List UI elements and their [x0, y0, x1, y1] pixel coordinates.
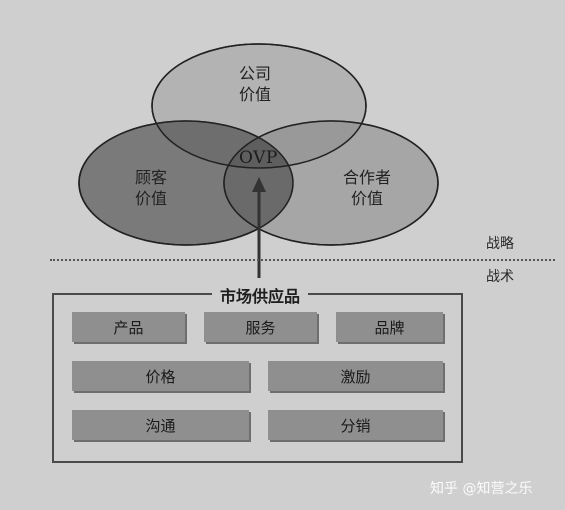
price-tile: 价格: [72, 361, 249, 391]
customer-value-label: 顾客 价值: [135, 168, 168, 208]
ovp-center-region: [224, 121, 293, 168]
product-tile: 产品: [72, 312, 185, 342]
company-value-label: 公司 价值: [239, 64, 272, 104]
watermark-text: 知乎 @知营之乐: [430, 481, 533, 497]
service-tile: 服务: [204, 312, 317, 342]
market-offering-title: 市场供应品: [212, 283, 309, 307]
tactics-label: 战术: [486, 269, 514, 285]
strategy-label: 战略: [486, 236, 514, 252]
strategy-tactics-divider: [50, 259, 555, 261]
brand-tile: 品牌: [336, 312, 443, 342]
partner-value-label: 合作者 价值: [343, 168, 392, 208]
communication-tile: 沟通: [72, 410, 249, 440]
ovp-label: OVP: [239, 148, 278, 168]
incentive-tile: 激励: [268, 361, 443, 391]
upward-arrow-head: [252, 177, 266, 192]
distribution-tile: 分销: [268, 410, 443, 440]
